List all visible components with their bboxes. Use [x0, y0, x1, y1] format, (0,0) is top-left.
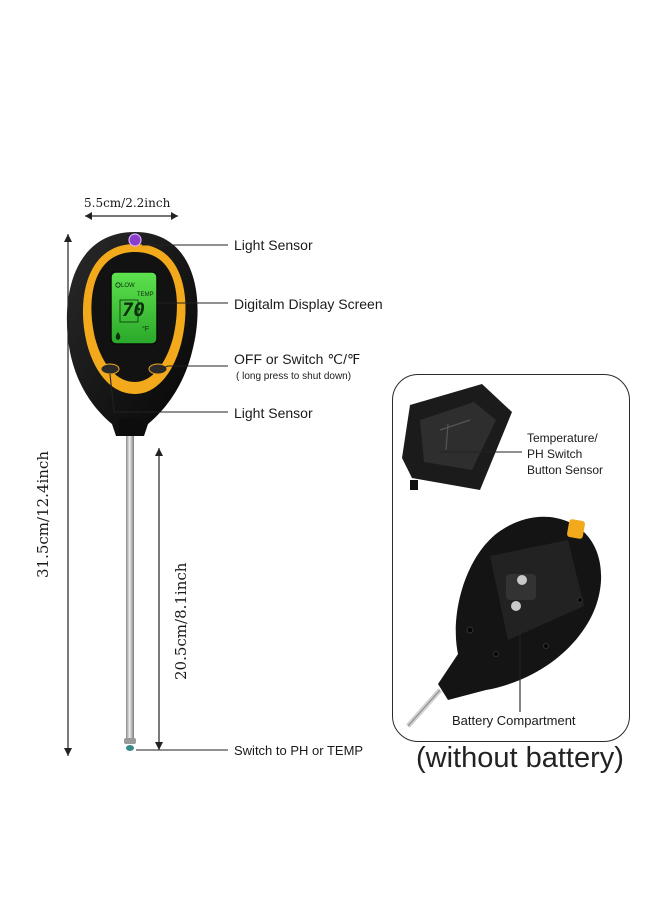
lcd-reading: 70 [122, 299, 145, 321]
lcd-marks [115, 282, 139, 340]
label-temp-ph-line3: Button Sensor [527, 463, 604, 477]
leader-lines [109, 244, 228, 751]
label-light-sensor-bottom: Light Sensor [234, 405, 313, 421]
label-off-switch: OFF or Switch ℃/℉ [234, 351, 361, 367]
light-sensor-top-icon [128, 233, 142, 247]
lcd-unit: °F [142, 326, 150, 333]
lcd-mode-top: LOW [121, 283, 135, 289]
probe-length-arrow [155, 448, 163, 750]
without-battery-note: (without battery) [416, 742, 624, 774]
label-temp-ph-line2: PH Switch [527, 447, 583, 461]
label-temp-ph-switch: Temperature/ PH Switch Button Sensor [527, 430, 603, 478]
width-dimension-label: 5.5cm/2.2inch [84, 196, 171, 210]
label-display-screen: Digitalm Display Screen [234, 296, 383, 312]
lcd-mode-temp: TEMP [137, 292, 154, 298]
rear-body-icon [406, 516, 602, 728]
label-switch-ph-temp: Switch to PH or TEMP [234, 743, 364, 758]
meter-head [66, 232, 198, 436]
battery-cover-icon [402, 384, 512, 490]
width-dimension-arrow [85, 212, 178, 220]
label-light-sensor-top: Light Sensor [234, 237, 313, 253]
label-battery-compartment: Battery Compartment [452, 713, 576, 728]
probe-rod [124, 434, 136, 751]
label-temp-ph-line1: Temperature/ [527, 431, 598, 445]
label-off-switch-note: ( long press to shut down) [236, 371, 352, 382]
